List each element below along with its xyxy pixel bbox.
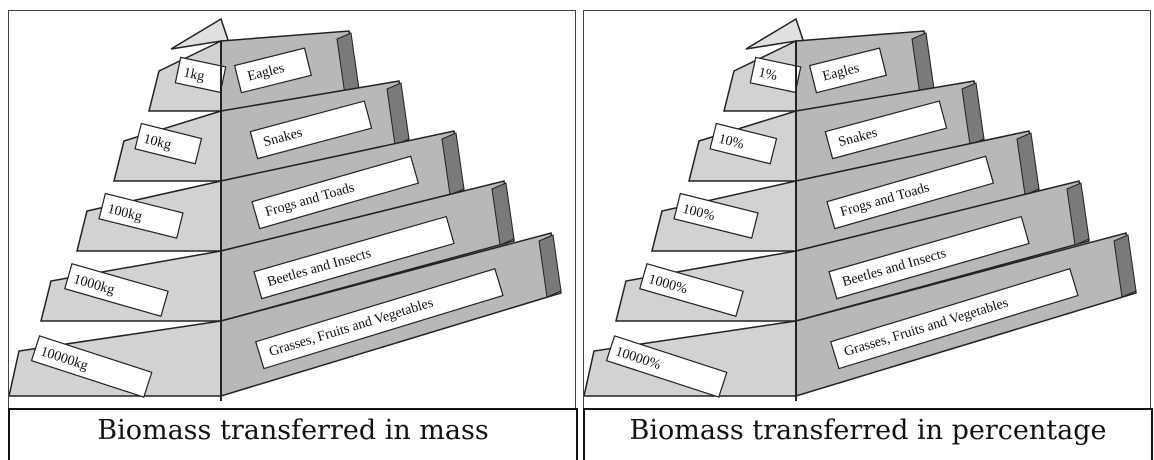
tier-5-accent — [538, 234, 562, 298]
tier-1-organism-box — [808, 47, 888, 94]
tier-3-organism-box — [826, 155, 995, 230]
pyramid-panel-percentage: 1% Eagles 10% Snakes 100% Frogs and Toad… — [583, 10, 1153, 460]
tier-2-organism-box — [249, 100, 373, 160]
tier-3-accent — [441, 132, 465, 196]
tier-5-organism-box — [829, 267, 1079, 370]
tier-2-value-box — [134, 122, 203, 165]
tier-3-accent — [1016, 132, 1040, 196]
tier-3-value-box — [673, 192, 759, 239]
level-2-value: 10% — [717, 132, 746, 153]
tier-2-accent — [386, 82, 410, 146]
tier-2-value-box — [709, 122, 778, 165]
energy-pyramid-mass: 1kg Eagles 10kg Snakes 100kg Frogs and T… — [9, 17, 562, 401]
energy-pyramid-percentage: 1% Eagles 10% Snakes 100% Frogs and Toad… — [584, 17, 1137, 401]
tier-4-accent — [491, 182, 515, 246]
tier-4-organism-box — [253, 215, 455, 300]
tier-4-value-box — [64, 262, 169, 317]
tier-4-value-box — [639, 262, 744, 317]
tier-3-organism-box — [251, 155, 420, 230]
pyramid-panel-mass: 1kg Eagles 10kg Snakes 100kg Frogs and T… — [8, 10, 578, 460]
tier-5-value-box — [605, 335, 728, 398]
tier-1-value-box — [749, 56, 802, 94]
tier-5-value-box — [30, 335, 153, 398]
level-1-value: 1kg — [182, 65, 206, 84]
tier-5-accent — [1113, 234, 1137, 298]
caption-box: Biomass transferred in mass — [8, 408, 578, 460]
tier-4-organism-box — [828, 215, 1030, 300]
diagram-frame: 1kg Eagles 10kg Snakes 100kg Frogs and T… — [8, 10, 576, 410]
tier-1-value-box — [174, 56, 227, 94]
level-1-value: 1% — [757, 65, 779, 84]
tier-1-organism-box — [233, 47, 313, 94]
tier-3-value-box — [98, 192, 184, 239]
tier-2-accent — [961, 82, 985, 146]
caption: Biomass transferred in mass — [97, 415, 489, 446]
tier-4-accent — [1066, 182, 1090, 246]
tier-2-organism-box — [824, 100, 948, 160]
caption-box: Biomass transferred in percentage — [583, 408, 1153, 460]
diagram-frame: 1% Eagles 10% Snakes 100% Frogs and Toad… — [583, 10, 1151, 410]
caption: Biomass transferred in percentage — [629, 415, 1107, 446]
level-2-value: 10kg — [142, 132, 173, 153]
tier-5-organism-box — [254, 267, 504, 370]
